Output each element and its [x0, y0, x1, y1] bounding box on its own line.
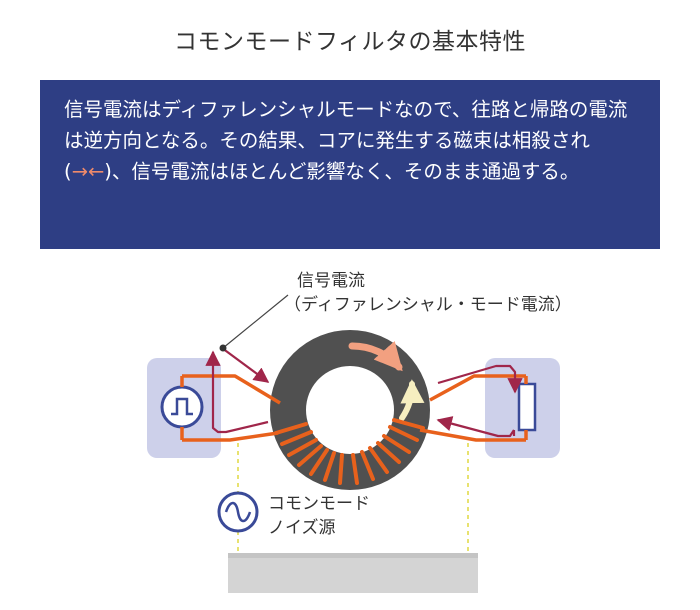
noise-label-line2: ノイズ源: [268, 518, 336, 538]
flux-arrow-outer: [348, 340, 403, 372]
current-arrow-outgoing-right: [437, 364, 523, 394]
signal-label-line1: 信号電流: [297, 271, 365, 291]
toroid-core: [270, 330, 430, 490]
pulse-source-icon: [160, 385, 204, 429]
signal-label-line2: （ディファレンシャル・モード電流）: [284, 294, 572, 315]
current-arrow-return-left: [205, 350, 269, 434]
ac-source-icon: [217, 491, 259, 533]
flux-cancel-arrows: →←: [71, 160, 105, 183]
current-arrow-outgoing-left: [221, 347, 270, 383]
noise-label-line1: コモンモード: [268, 494, 370, 514]
signal-label-leader: [222, 294, 289, 349]
wire-top-right: [429, 374, 526, 402]
current-arrows: [205, 347, 523, 438]
description-text-before: 信号電流はディファレンシャルモードなので、往路と帰路の電流は逆方向となる。その結…: [64, 98, 628, 183]
common-mode-filter-diagram: 信号電流 （ディファレンシャル・モード電流） コモンモード ノイズ源: [147, 271, 572, 593]
resistor-load-icon: [517, 382, 537, 432]
wire-bottom-left: [182, 431, 279, 442]
wire-top-left: [182, 374, 281, 405]
flux-arrow-inner: [399, 379, 425, 421]
page-title: コモンモードフィルタの基本特性: [173, 29, 527, 55]
signal-label-dot: [219, 344, 227, 352]
ground-plane-top: [228, 553, 478, 558]
winding-coils: [274, 418, 425, 485]
description-box: 信号電流はディファレンシャルモードなので、往路と帰路の電流は逆方向となる。その結…: [40, 80, 660, 249]
ground-plane: [228, 553, 478, 593]
description-text-after: )、信号電流はほとんど影響なく、そのまま通過する。: [104, 160, 580, 183]
current-arrow-return-right: [438, 420, 516, 438]
description-text: 信号電流はディファレンシャルモードなので、往路と帰路の電流は逆方向となる。その結…: [64, 94, 638, 187]
